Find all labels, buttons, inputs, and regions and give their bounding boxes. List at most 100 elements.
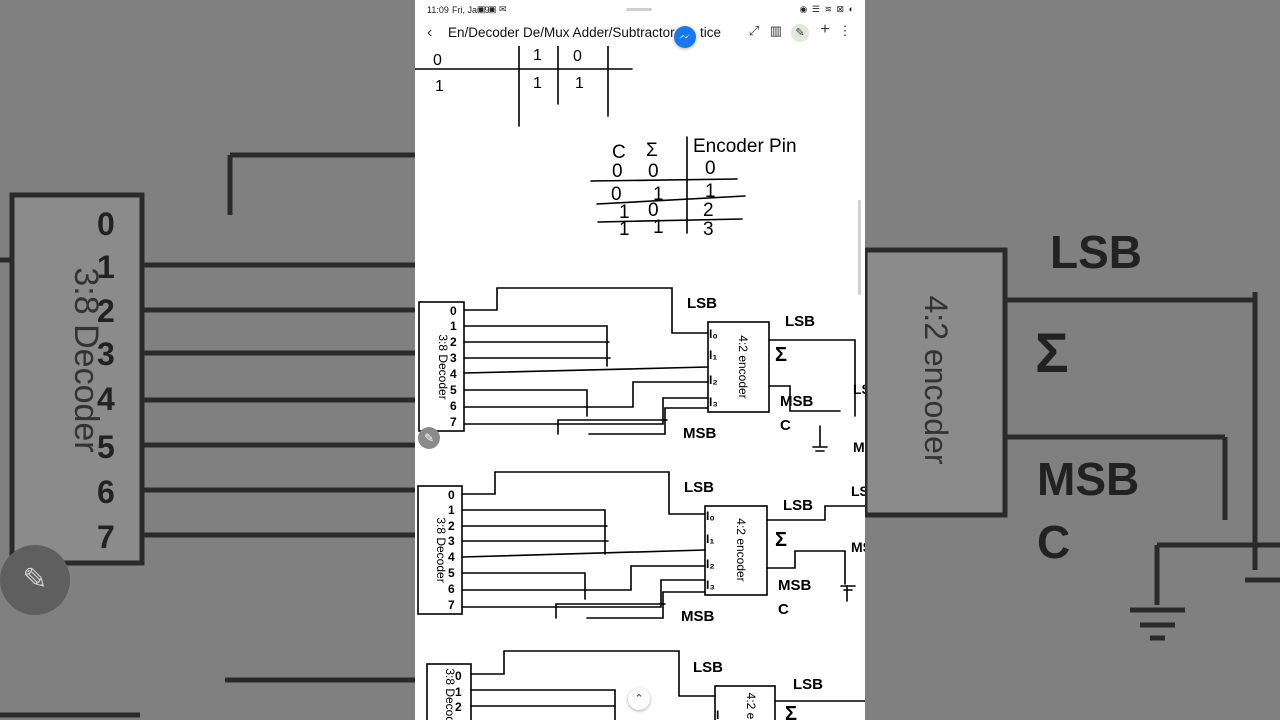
bg-pin-4: 4 bbox=[97, 381, 115, 417]
c3-lsb-out: LSB bbox=[793, 676, 823, 693]
e2-in-2: I₂ bbox=[706, 557, 715, 571]
e1-in-3: I₃ bbox=[709, 395, 718, 409]
truth-r4-pin: 3 bbox=[703, 219, 714, 240]
d1-pin-3: 3 bbox=[450, 351, 457, 365]
c2-msb-in: MSB bbox=[681, 608, 715, 625]
top-row2-col1: 1 bbox=[435, 78, 444, 95]
truth-r3-s: 0 bbox=[648, 200, 659, 221]
scroll-to-top-icon[interactable]: ⌃ bbox=[628, 688, 650, 710]
c1-lsb-in: LSB bbox=[687, 295, 717, 312]
d2-pin-2: 2 bbox=[448, 519, 455, 533]
e2-in-1: I₁ bbox=[706, 532, 714, 546]
add-icon[interactable]: + bbox=[820, 21, 830, 38]
d2-pin-0: 0 bbox=[448, 488, 455, 502]
bg-encoder-label: 4:2 encoder bbox=[918, 295, 954, 464]
pen-tool-icon[interactable]: ✎ bbox=[791, 24, 809, 42]
bg-pin-6: 6 bbox=[97, 474, 115, 510]
d2-pin-7: 7 bbox=[448, 598, 455, 612]
top-row1-col1: 0 bbox=[433, 52, 442, 69]
truth-header-pin: Encoder Pin bbox=[693, 136, 797, 157]
note-title[interactable]: En/Decoder De/Mux Adder/Subtractor bbox=[448, 25, 675, 40]
bg-pin-2: 2 bbox=[97, 293, 115, 329]
phone-screen: 11:09 Fri, Jan 9 ▣ ▣ ✉ ◉ ☰ ≋ ⊠ ◐ ‹ En/De… bbox=[415, 0, 865, 720]
more-options-icon[interactable]: ⋮ bbox=[838, 23, 852, 38]
bg-c-label: C bbox=[1037, 516, 1070, 568]
background-left-drawing: 3:8 Decoder 0 1 2 3 4 5 6 7 bbox=[0, 152, 415, 718]
c2-lsb-in: LSB bbox=[684, 479, 714, 496]
edge-msb-label-2: MSB bbox=[851, 539, 865, 555]
circuit-2: 3:8 Decoder 4:2 encoder 0 1 2 3 4 5 6 7 … bbox=[417, 471, 865, 625]
bg-sigma-label: Σ bbox=[1035, 321, 1069, 384]
expand-icon[interactable]: ⤢ bbox=[748, 23, 760, 38]
bg-pin-0: 0 bbox=[97, 206, 115, 242]
top-row2-col3: 1 bbox=[575, 75, 584, 92]
status-date: Fri, Jan 9 bbox=[452, 5, 490, 15]
note-canvas[interactable]: 0 1 0 1 1 1 C Σ Encoder Pin 0 0 0 0 1 1 … bbox=[415, 46, 865, 720]
edge-lsb-label-2: LSB bbox=[851, 483, 865, 499]
e1-in-2: I₂ bbox=[709, 373, 718, 387]
circuit-3: 3:8 Decoder 4:2 e 0 1 2 I LSB LSB Σ bbox=[426, 650, 865, 720]
c1-sum: Σ bbox=[775, 344, 787, 366]
vertical-scrollbar[interactable] bbox=[858, 200, 861, 295]
d3-pin-1: 1 bbox=[455, 685, 462, 699]
c1-msb-out: MSB bbox=[780, 393, 814, 410]
bg-msb-label: MSB bbox=[1037, 453, 1139, 505]
bg-pin-3: 3 bbox=[97, 336, 115, 372]
d1-pin-6: 6 bbox=[450, 399, 457, 413]
c1-lsb-out: LSB bbox=[785, 313, 815, 330]
status-time: 11:09 bbox=[427, 5, 449, 15]
edge-msb-label: MSB bbox=[853, 439, 865, 455]
e2-in-0: I₀ bbox=[706, 509, 715, 523]
decoder-1-label: 3:8 Decoder bbox=[436, 334, 450, 399]
truth-r4-c: 1 bbox=[619, 219, 630, 240]
c1-carry: C bbox=[780, 417, 791, 434]
back-arrow-icon[interactable]: ‹ bbox=[427, 24, 433, 41]
truth-r1-c: 0 bbox=[612, 161, 623, 182]
top-row2-col2: 1 bbox=[533, 75, 542, 92]
truth-r2-s: 1 bbox=[653, 184, 664, 205]
drag-handle[interactable] bbox=[626, 8, 652, 11]
bg-pin-5: 5 bbox=[97, 429, 115, 465]
d2-pin-4: 4 bbox=[448, 550, 455, 564]
e3-in-0: I bbox=[716, 708, 719, 720]
c2-lsb-out: LSB bbox=[783, 497, 813, 514]
encoder-3-label: 4:2 e bbox=[744, 693, 758, 720]
edit-pen-icon[interactable]: ✎ bbox=[418, 427, 440, 449]
d3-pin-2: 2 bbox=[455, 700, 462, 714]
d3-pin-0: 0 bbox=[455, 669, 462, 683]
status-bar: 11:09 Fri, Jan 9 ▣ ▣ ✉ ◉ ☰ ≋ ⊠ ◐ bbox=[415, 0, 865, 20]
d2-pin-1: 1 bbox=[448, 503, 455, 517]
truth-r3-pin: 2 bbox=[703, 200, 714, 221]
reading-mode-icon[interactable]: ▥ bbox=[769, 23, 783, 38]
e1-in-1: I₁ bbox=[709, 348, 717, 362]
top-row1-col3: 0 bbox=[573, 48, 582, 65]
note-toolbar: ‹ En/Decoder De/Mux Adder/Subtractor tic… bbox=[415, 20, 865, 48]
d1-pin-1: 1 bbox=[450, 319, 457, 333]
e1-in-0: I₀ bbox=[709, 327, 718, 341]
c1-msb-in: MSB bbox=[683, 425, 717, 442]
encoder-1-label: 4:2 encoder bbox=[736, 335, 750, 398]
bg-edit-fab-icon: ✎ bbox=[0, 545, 70, 615]
circuit-1: 3:8 Decoder 4:2 encoder 0 1 2 3 4 5 6 7 … bbox=[418, 287, 856, 452]
background-right-drawing: 4:2 encoder LSB Σ MSB C bbox=[865, 226, 1280, 641]
status-notification-icons: ▣ ▣ ✉ bbox=[477, 4, 507, 14]
bg-pin-1: 1 bbox=[97, 249, 115, 285]
encoder-2-label: 4:2 encoder bbox=[734, 518, 748, 581]
messenger-bubble-icon[interactable] bbox=[674, 26, 696, 48]
c3-sum: Σ bbox=[785, 703, 797, 720]
d1-pin-7: 7 bbox=[450, 415, 457, 429]
note-title-tail: tice bbox=[700, 25, 722, 40]
background-right-zoom: 4:2 encoder LSB Σ MSB C bbox=[865, 0, 1280, 720]
truth-r2-c: 0 bbox=[611, 184, 622, 205]
d1-pin-2: 2 bbox=[450, 335, 457, 349]
c2-carry: C bbox=[778, 601, 789, 618]
background-left-zoom: 3:8 Decoder 0 1 2 3 4 5 6 7 ✎ bbox=[0, 0, 415, 720]
truth-r2-pin: 1 bbox=[705, 181, 716, 202]
d1-pin-5: 5 bbox=[450, 383, 457, 397]
edge-lsb-label: LSB bbox=[853, 381, 865, 397]
c3-lsb-in: LSB bbox=[693, 659, 723, 676]
c2-sum: Σ bbox=[775, 529, 787, 551]
d1-pin-0: 0 bbox=[450, 304, 457, 318]
bg-pin-7: 7 bbox=[97, 519, 115, 555]
bg-lsb-label: LSB bbox=[1050, 226, 1142, 278]
